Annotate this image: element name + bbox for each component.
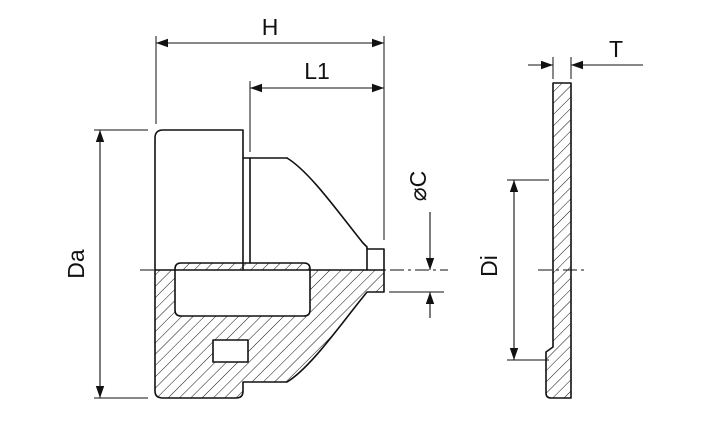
- flange-top-edge: [366, 248, 385, 271]
- washer-section-region: [545, 82, 572, 399]
- washer-view: [538, 82, 588, 399]
- dim-di: Di: [476, 179, 549, 361]
- dim-da-label: Da: [63, 249, 89, 279]
- dim-l1: L1: [249, 58, 384, 152]
- flare-curve-top: [286, 157, 368, 271]
- dim-c: ⌀C: [389, 171, 444, 318]
- dim-h-label: H: [262, 14, 279, 40]
- dim-l1-label: L1: [304, 58, 330, 84]
- body-outline-top: [154, 129, 244, 271]
- section-hatch-region: [154, 262, 385, 399]
- dim-c-label: ⌀C: [405, 171, 431, 201]
- dim-h: H: [155, 14, 385, 240]
- dim-di-label: Di: [476, 255, 502, 277]
- dim-t: T: [528, 36, 643, 79]
- dim-t-label: T: [609, 36, 623, 62]
- main-view: [140, 129, 448, 399]
- dim-da: Da: [63, 129, 148, 399]
